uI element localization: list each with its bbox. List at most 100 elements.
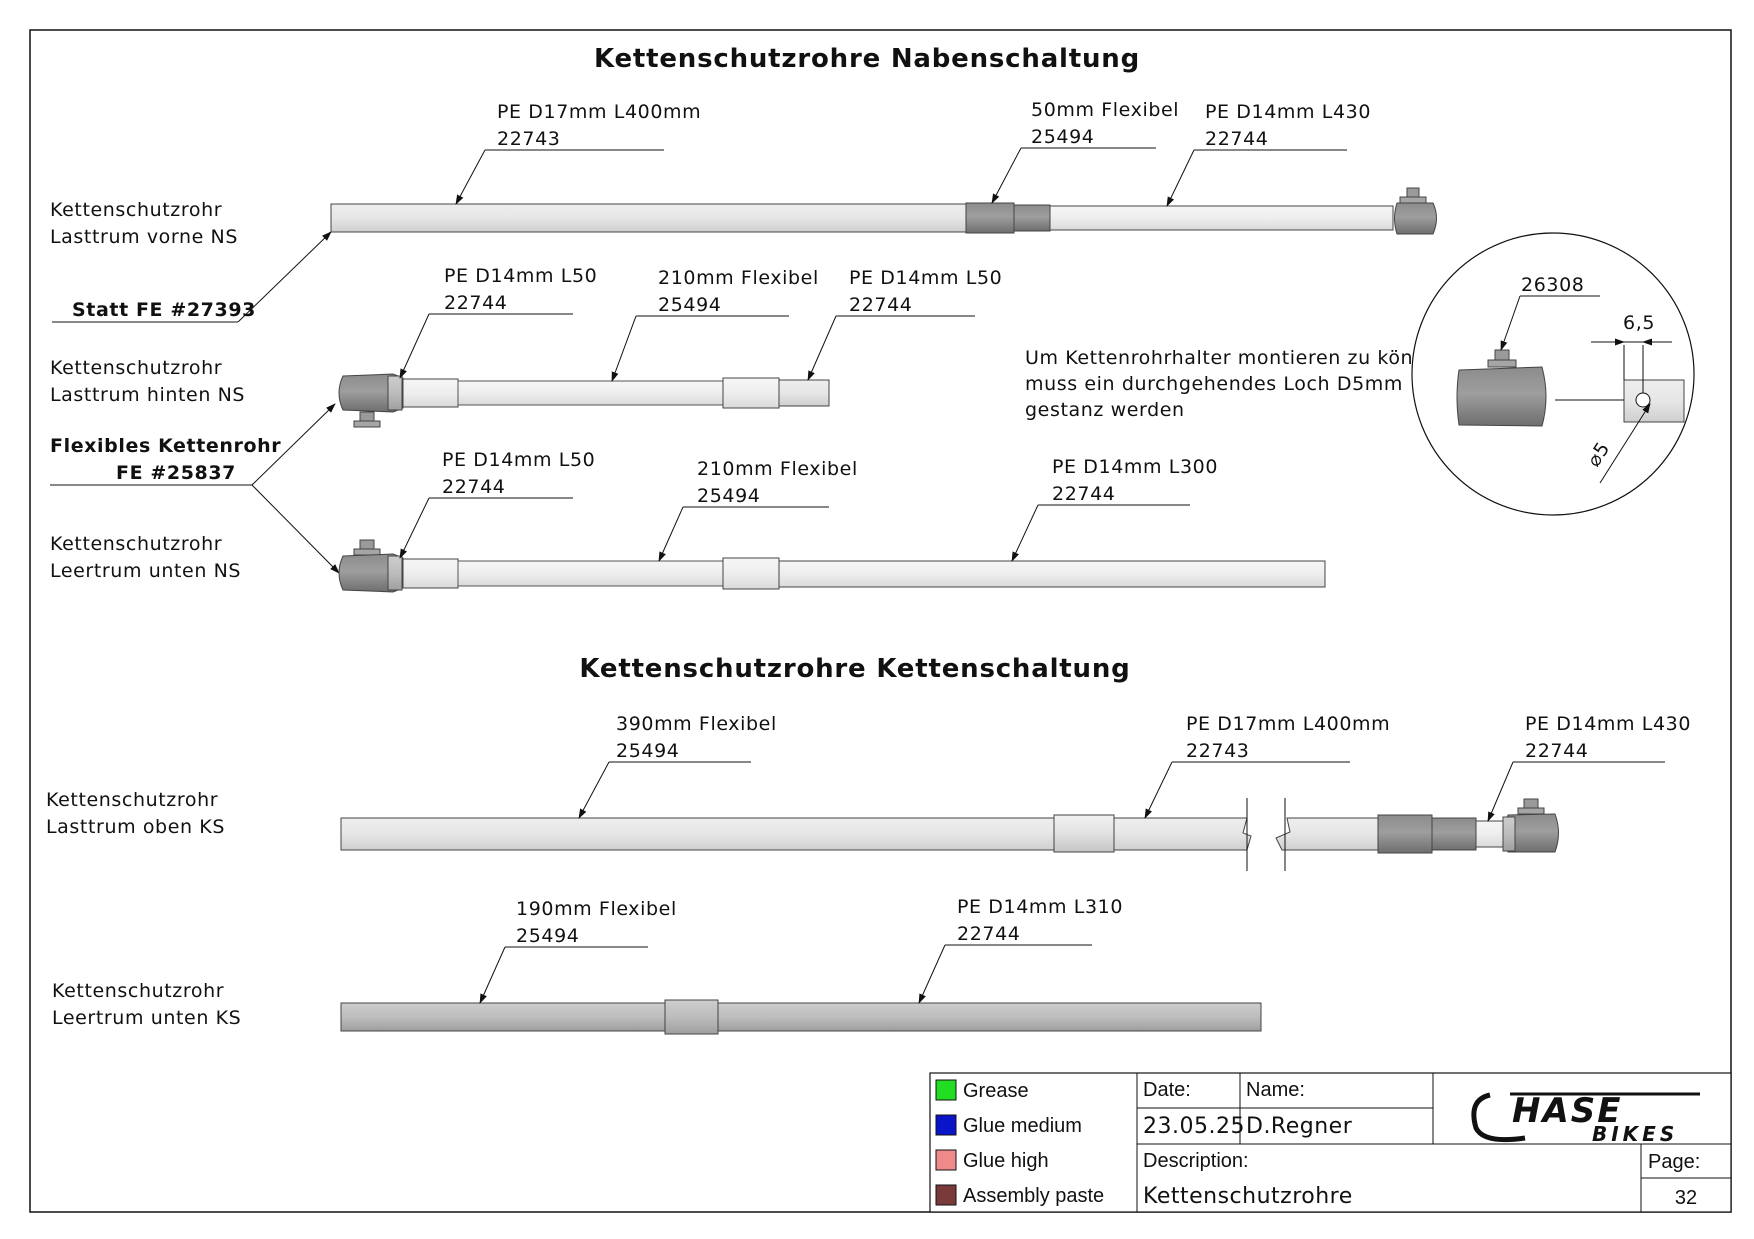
svg-text:gestanz werden: gestanz werden — [1025, 399, 1185, 421]
legend-grease: Grease — [935, 1079, 1029, 1102]
description-value: Kettenschutzrohre — [1143, 1184, 1353, 1209]
svg-text:PE D14mm L430: PE D14mm L430 — [1525, 713, 1691, 735]
svg-text:25494: 25494 — [616, 740, 679, 762]
row-label-lasttrum-hinten-ns-2: Lasttrum hinten NS — [50, 384, 245, 406]
legend-swatch-grease — [935, 1079, 957, 1101]
note-statt-fe: Statt FE #27393 — [52, 231, 332, 323]
callout-50mm-flexibel: 50mm Flexibel 25494 — [991, 99, 1179, 204]
flexible-sleeve — [1013, 204, 1051, 232]
svg-text:210mm Flexibel: 210mm Flexibel — [658, 267, 819, 289]
flexible-sleeve — [1431, 817, 1477, 851]
svg-text:Glue high: Glue high — [963, 1150, 1049, 1172]
sleeve-joint — [1053, 814, 1115, 853]
callout-pe-d14-l50-c: PE D14mm L50 22744 — [399, 449, 595, 559]
description-label: Description: — [1143, 1150, 1249, 1172]
date-value: 23.05.25 — [1143, 1114, 1245, 1139]
tube-assembly-leertrum-unten-ks — [340, 999, 1262, 1035]
row-label-lasttrum-vorne-ns-2: Lasttrum vorne NS — [50, 226, 238, 248]
sheet-border — [29, 29, 1732, 1213]
row-label-lasttrum-oben-ks: Kettenschutzrohr — [46, 789, 218, 811]
svg-text:22743: 22743 — [497, 128, 560, 150]
callout-210mm-flexibel-a: 210mm Flexibel 25494 — [611, 267, 819, 382]
page-label: Page: — [1648, 1151, 1700, 1173]
tube-pe-d17 — [330, 203, 967, 233]
svg-text:25494: 25494 — [1031, 126, 1094, 148]
svg-text:PE D14mm L430: PE D14mm L430 — [1205, 101, 1371, 123]
row-label-leertrum-unten-ks: Kettenschutzrohr — [52, 980, 224, 1002]
legend-glue-medium: Glue medium — [935, 1114, 1082, 1137]
svg-text:6,5: 6,5 — [1623, 312, 1655, 334]
name-label: Name: — [1246, 1079, 1305, 1101]
name-value: D.Regner — [1246, 1114, 1353, 1139]
tube-assembly-lasttrum-vorne-ns — [330, 187, 1437, 235]
svg-text:22743: 22743 — [1186, 740, 1249, 762]
svg-text:25494: 25494 — [658, 294, 721, 316]
row-label-lasttrum-hinten-ns: Kettenschutzrohr — [50, 357, 222, 379]
svg-text:25494: 25494 — [516, 925, 579, 947]
legend-glue-high: Glue high — [935, 1149, 1049, 1172]
svg-text:Um Kettenrohrhalter montieren: Um Kettenrohrhalter montieren zu können — [1025, 347, 1451, 369]
svg-text:PE D14mm L50: PE D14mm L50 — [444, 265, 597, 287]
legend-assembly-paste: Assembly paste — [935, 1184, 1104, 1207]
svg-text:HASE: HASE — [1512, 1091, 1622, 1131]
tube-pe-d14 — [722, 557, 780, 590]
svg-text:PE D14mm L50: PE D14mm L50 — [849, 267, 1002, 289]
row-label-lasttrum-oben-ks-2: Lasttrum oben KS — [46, 816, 225, 838]
row-label-leertrum-unten-ks-2: Leertrum unten KS — [52, 1007, 241, 1029]
legend-swatch-glue-high — [935, 1149, 957, 1171]
svg-text:22744: 22744 — [1525, 740, 1588, 762]
svg-text:PE D14mm L50: PE D14mm L50 — [442, 449, 595, 471]
date-label: Date: — [1143, 1079, 1191, 1101]
tube-section-detail — [1623, 379, 1685, 423]
tube-pe-d14 — [722, 377, 780, 409]
svg-text:muss ein durchgehendes Loch D5: muss ein durchgehendes Loch D5mm — [1025, 373, 1403, 395]
sleeve-joint — [664, 999, 719, 1035]
tube-holder-clip — [1502, 798, 1559, 853]
tube-pe-d14 — [778, 379, 830, 407]
svg-text:50mm Flexibel: 50mm Flexibel — [1031, 99, 1179, 121]
svg-text:26308: 26308 — [1521, 274, 1584, 296]
tube-assembly-lasttrum-hinten-ns — [338, 373, 830, 428]
svg-text:Flexibles Kettenrohr: Flexibles Kettenrohr — [50, 435, 281, 457]
tube-assembly-lasttrum-oben-ks — [340, 798, 1559, 871]
callout-pe-d14-l310: PE D14mm L310 22744 — [918, 896, 1122, 1004]
tube-pe-d14 — [717, 1002, 1262, 1032]
svg-text:190mm Flexibel: 190mm Flexibel — [516, 898, 677, 920]
svg-text:25494: 25494 — [697, 485, 760, 507]
row-label-leertrum-unten-ns-2: Leertrum unten NS — [50, 560, 241, 582]
svg-text:210mm Flexibel: 210mm Flexibel — [697, 458, 858, 480]
svg-text:22744: 22744 — [849, 294, 912, 316]
callout-190mm-flexibel: 190mm Flexibel 25494 — [479, 898, 677, 1004]
callout-pe-d17-l400: PE D17mm L400mm 22743 — [455, 101, 701, 205]
tube-assembly-leertrum-unten-ns — [338, 539, 1326, 593]
tube-pe-d17 — [1275, 817, 1383, 851]
svg-text:BIKES: BIKES — [1592, 1122, 1678, 1146]
tube-pe-d14 — [778, 560, 1326, 588]
callout-pe-d14-l430-ks: PE D14mm L430 22744 — [1487, 713, 1691, 822]
tube-pe-d14 — [1475, 820, 1505, 848]
svg-text:Assembly paste: Assembly paste — [963, 1185, 1104, 1207]
flexible-tube — [457, 560, 724, 587]
tube-holder-clip — [1456, 349, 1547, 427]
svg-text:22744: 22744 — [1052, 483, 1115, 505]
svg-text:22744: 22744 — [1205, 128, 1268, 150]
tube-pe-d14 — [402, 378, 459, 408]
section-title-kettenschaltung: Kettenschutzrohre Kettenschaltung — [579, 654, 1130, 684]
note-hole-instruction: Um Kettenrohrhalter montieren zu können … — [1025, 347, 1451, 421]
svg-text:FE #25837: FE #25837 — [116, 462, 236, 484]
legend-swatch-glue-medium — [935, 1114, 957, 1136]
svg-text:390mm Flexibel: 390mm Flexibel — [616, 713, 777, 735]
title-block: Grease Glue medium Glue high Assembly pa… — [929, 1072, 1732, 1213]
legend-swatch-assembly-paste — [935, 1184, 957, 1206]
callout-pe-d14-l300: PE D14mm L300 22744 — [1011, 456, 1217, 562]
tube-pe-d14 — [1047, 205, 1394, 231]
flexible-tube — [340, 1002, 666, 1032]
callout-pe-d14-l430: PE D14mm L430 22744 — [1166, 101, 1371, 207]
flexible-sleeve — [965, 202, 1015, 234]
svg-text:Grease: Grease — [963, 1080, 1029, 1102]
tube-pe-d14 — [402, 558, 459, 589]
section-title-nabenschaltung: Kettenschutzrohre Nabenschaltung — [594, 44, 1140, 74]
tube-pe-d17 — [1113, 817, 1252, 851]
callout-390mm-flexibel: 390mm Flexibel 25494 — [578, 713, 777, 819]
